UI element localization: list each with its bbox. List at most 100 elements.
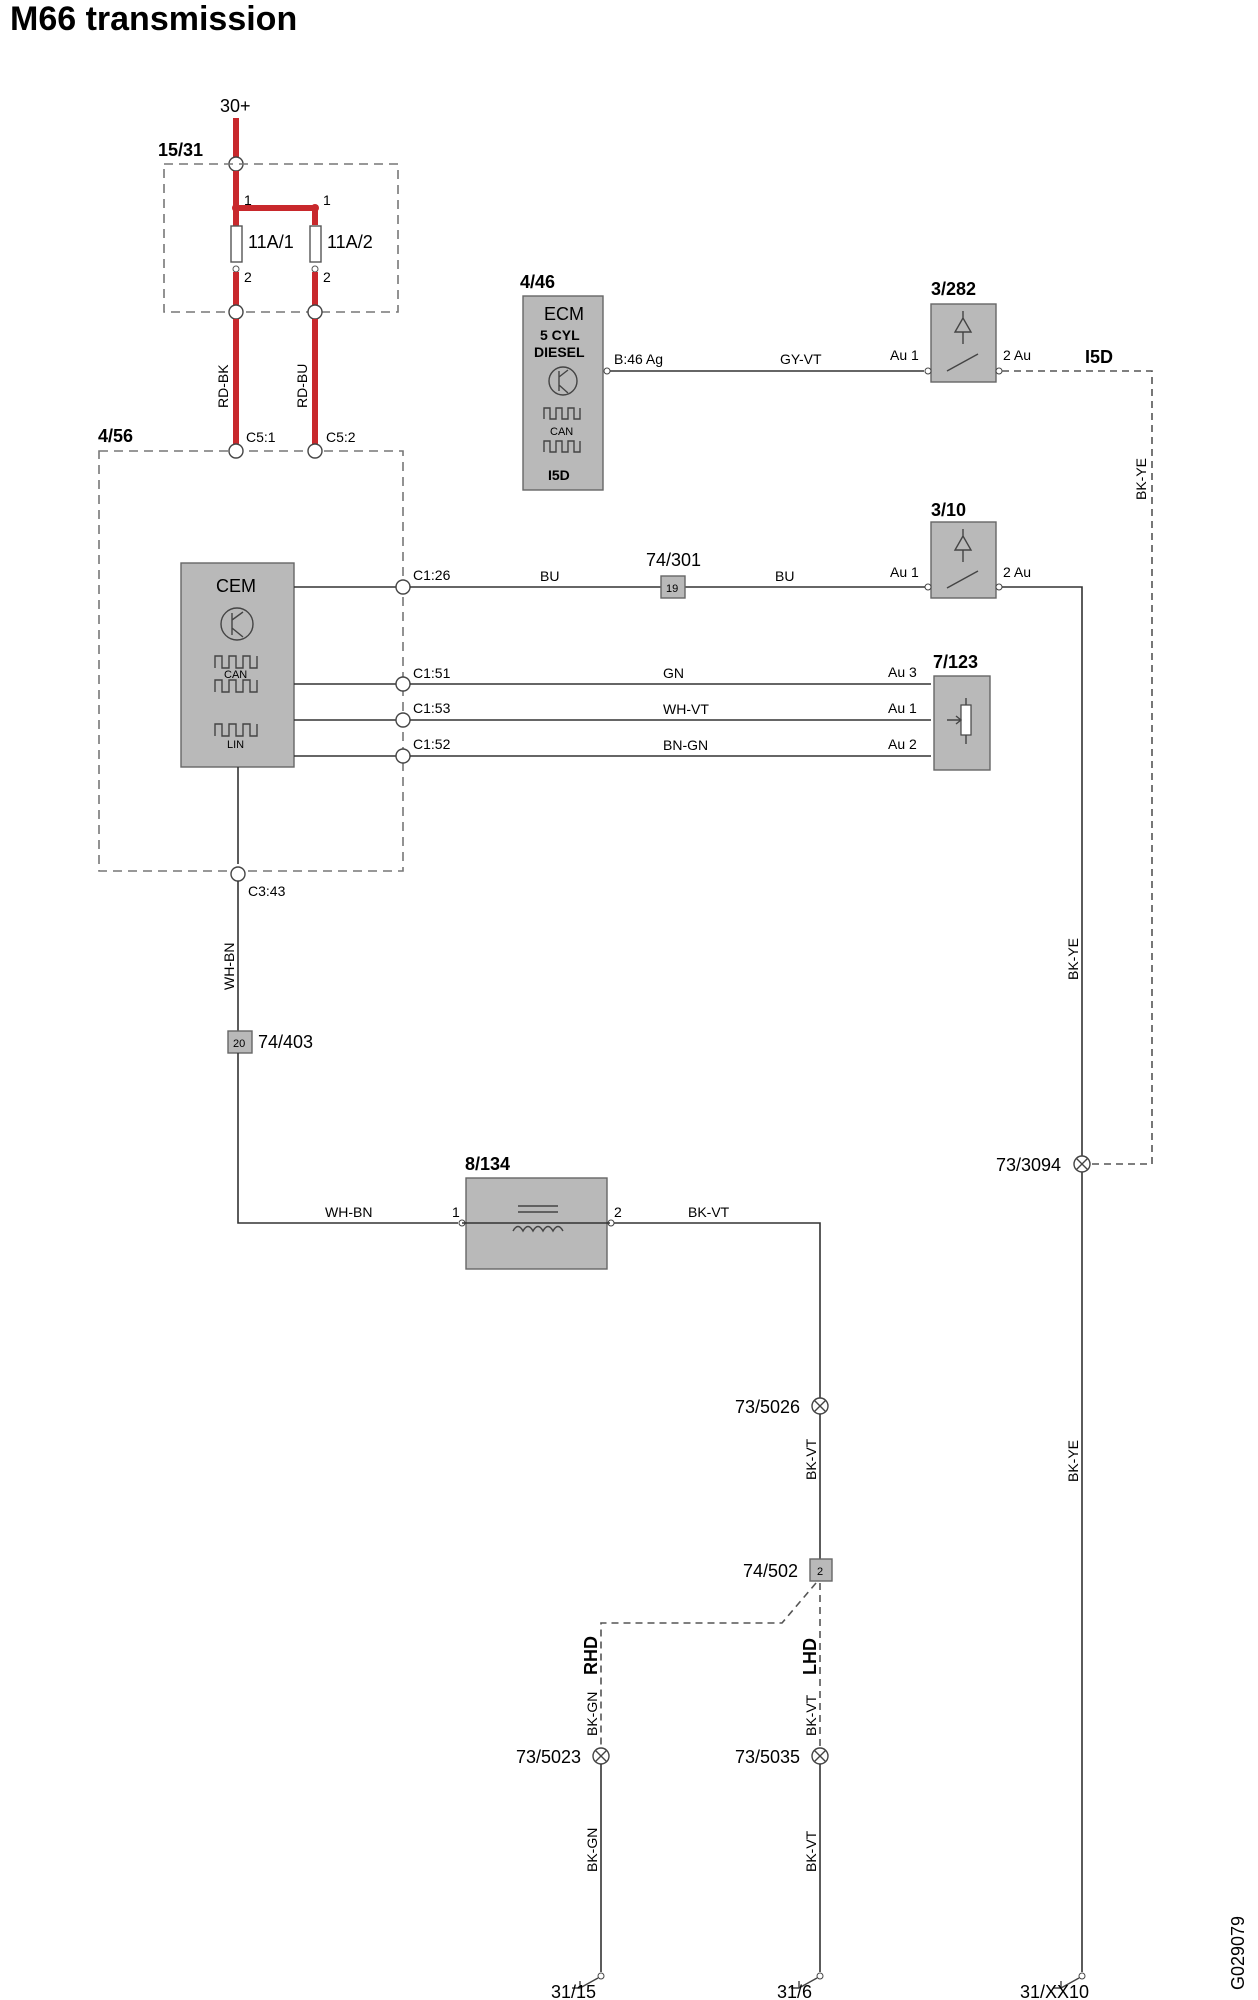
wire-color-bu-left: BU xyxy=(540,568,559,584)
cem-pin-c3-43 xyxy=(230,866,246,882)
connector-74-403-id: 74/403 xyxy=(258,1032,313,1052)
relay-pin-in: 1 xyxy=(452,1204,460,1220)
transistor-icon xyxy=(548,366,578,396)
connector-74-403 xyxy=(227,1030,253,1054)
wire-color-bk-ye-lower: BK-YE xyxy=(1065,1440,1081,1482)
switch-3-10-pin1 xyxy=(924,583,932,591)
switch-3-282-pin1 xyxy=(924,367,932,375)
ecm-module xyxy=(522,295,604,491)
solenoid-icon xyxy=(512,1205,564,1233)
transistor-icon xyxy=(220,607,254,641)
ground-31-xx10: 31/XX10 xyxy=(1020,1982,1089,2000)
diagram-title: M66 transmission xyxy=(10,0,297,38)
relay-pin-out: 2 xyxy=(614,1204,622,1220)
brake-switch-icon xyxy=(946,311,979,372)
cem-conn-c1-51: C1:51 xyxy=(413,665,451,681)
cem-pin-c5-1 xyxy=(228,443,244,459)
switch-3-10-pin2 xyxy=(995,583,1003,591)
splice-icon xyxy=(811,1747,829,1765)
splice-icon xyxy=(592,1747,610,1765)
cem-pin-c1-53 xyxy=(395,712,411,728)
ecm-pin-dot xyxy=(603,367,611,375)
connector-74-502 xyxy=(809,1558,833,1582)
wire-color-rd-bu: RD-BU xyxy=(294,364,310,408)
wire-color-bk-vt-mid: BK-VT xyxy=(803,1438,819,1480)
cem-outline xyxy=(98,450,404,872)
fuse-out-pin xyxy=(307,304,323,320)
wire-rhd-branch xyxy=(600,1582,817,1748)
brake-switch-icon xyxy=(946,529,979,589)
wire-color-wh-bn: WH-BN xyxy=(325,1204,372,1220)
switch-3-10-pin-in: Au 1 xyxy=(890,564,919,580)
connector-74-301-id: 74/301 xyxy=(646,550,701,570)
connector-74-301 xyxy=(660,575,686,599)
switch-3-282-id: 3/282 xyxy=(931,279,976,299)
wire-bk-ye-dashed xyxy=(1002,370,1153,1165)
wire-wh-bn-lower xyxy=(237,1053,458,1224)
ecm-variant: I5D xyxy=(548,467,570,483)
cem-conn-c3-43: C3:43 xyxy=(248,883,286,899)
splice-73-3094: 73/3094 xyxy=(996,1155,1061,1175)
splice-73-5026: 73/5026 xyxy=(735,1397,800,1417)
wire-color-bu-right: BU xyxy=(775,568,794,584)
sensor-pin-1: Au 1 xyxy=(888,700,917,716)
cem-lin-label: LIN xyxy=(227,739,244,751)
switch-3-282-pin2 xyxy=(995,367,1003,375)
ground-31-15: 31/15 xyxy=(551,1982,596,2000)
fuse-bus xyxy=(233,171,318,225)
cem-conn-c1-52: C1:52 xyxy=(413,736,451,752)
connector-74-301-pin: 19 xyxy=(666,583,678,595)
supply-label: 30+ xyxy=(220,96,251,116)
fuse1-pin-bottom: 2 xyxy=(244,269,252,285)
switch-3-10-pin-out: 2 Au xyxy=(1003,564,1031,580)
wire-color-bk-ye-upper: BK-YE xyxy=(1133,458,1149,500)
rhd-label: RHD xyxy=(581,1636,601,1675)
fuse2-pin-bottom: 2 xyxy=(323,269,331,285)
cem-name: CEM xyxy=(216,576,256,596)
wire-color-bn-gn: BN-GN xyxy=(663,737,708,753)
splice-icon xyxy=(811,1397,829,1415)
cem-module xyxy=(180,562,295,768)
figure-id: G029079 xyxy=(1228,1916,1248,1990)
wire-bk-vt-upper xyxy=(614,1222,821,1398)
variant-label: I5D xyxy=(1085,347,1113,367)
ground-icon xyxy=(791,1972,824,1989)
switch-3-282-pin-out: 2 Au xyxy=(1003,347,1031,363)
wire-color-rd-bk: RD-BK xyxy=(215,364,231,408)
lhd-label: LHD xyxy=(800,1638,820,1675)
fuse-out-pin xyxy=(228,304,244,320)
cem-conn-c5-1: C5:1 xyxy=(246,429,276,445)
cem-pin-c5-2 xyxy=(307,443,323,459)
switch-3-282-pin-in: Au 1 xyxy=(890,347,919,363)
fuse2-label: 11A/2 xyxy=(327,232,373,252)
cem-conn-c5-2: C5:2 xyxy=(326,429,356,445)
wire-color-wh-vt: WH-VT xyxy=(663,701,709,717)
splice-icon xyxy=(1073,1155,1091,1173)
connector-74-403-pin: 20 xyxy=(233,1038,245,1050)
fuse1-label: 11A/1 xyxy=(248,232,294,252)
wire-bk-ye xyxy=(1002,586,1083,1972)
cem-pin-c1-52 xyxy=(395,748,411,764)
connector-74-502-id: 74/502 xyxy=(743,1561,798,1581)
ecm-subtitle-1: 5 CYL xyxy=(540,327,580,343)
cem-id: 4/56 xyxy=(98,426,133,446)
wire-color-bk-gn-lower: BK-GN xyxy=(584,1828,600,1872)
wire-color-gy-vt: GY-VT xyxy=(780,351,822,367)
can-bus-icon xyxy=(543,407,581,453)
wire-color-bk-ye-mid: BK-YE xyxy=(1065,938,1081,980)
cem-can-label: CAN xyxy=(224,669,247,681)
fuse-icon xyxy=(309,225,322,263)
fuse1-pin-top: 1 xyxy=(244,192,252,208)
ecm-id: 4/46 xyxy=(520,272,555,292)
relay-id: 8/134 xyxy=(465,1154,510,1174)
potentiometer-icon xyxy=(947,698,972,744)
fuse-pin-dot xyxy=(311,265,319,273)
fuse-pin-dot xyxy=(232,265,240,273)
cem-conn-c1-26: C1:26 xyxy=(413,567,451,583)
ground-31-6: 31/6 xyxy=(777,1982,812,2000)
lin-bus-icon xyxy=(214,723,258,737)
switch-3-10-id: 3/10 xyxy=(931,500,966,520)
fuse-box-outline xyxy=(163,163,399,313)
cem-conn-c1-53: C1:53 xyxy=(413,700,451,716)
